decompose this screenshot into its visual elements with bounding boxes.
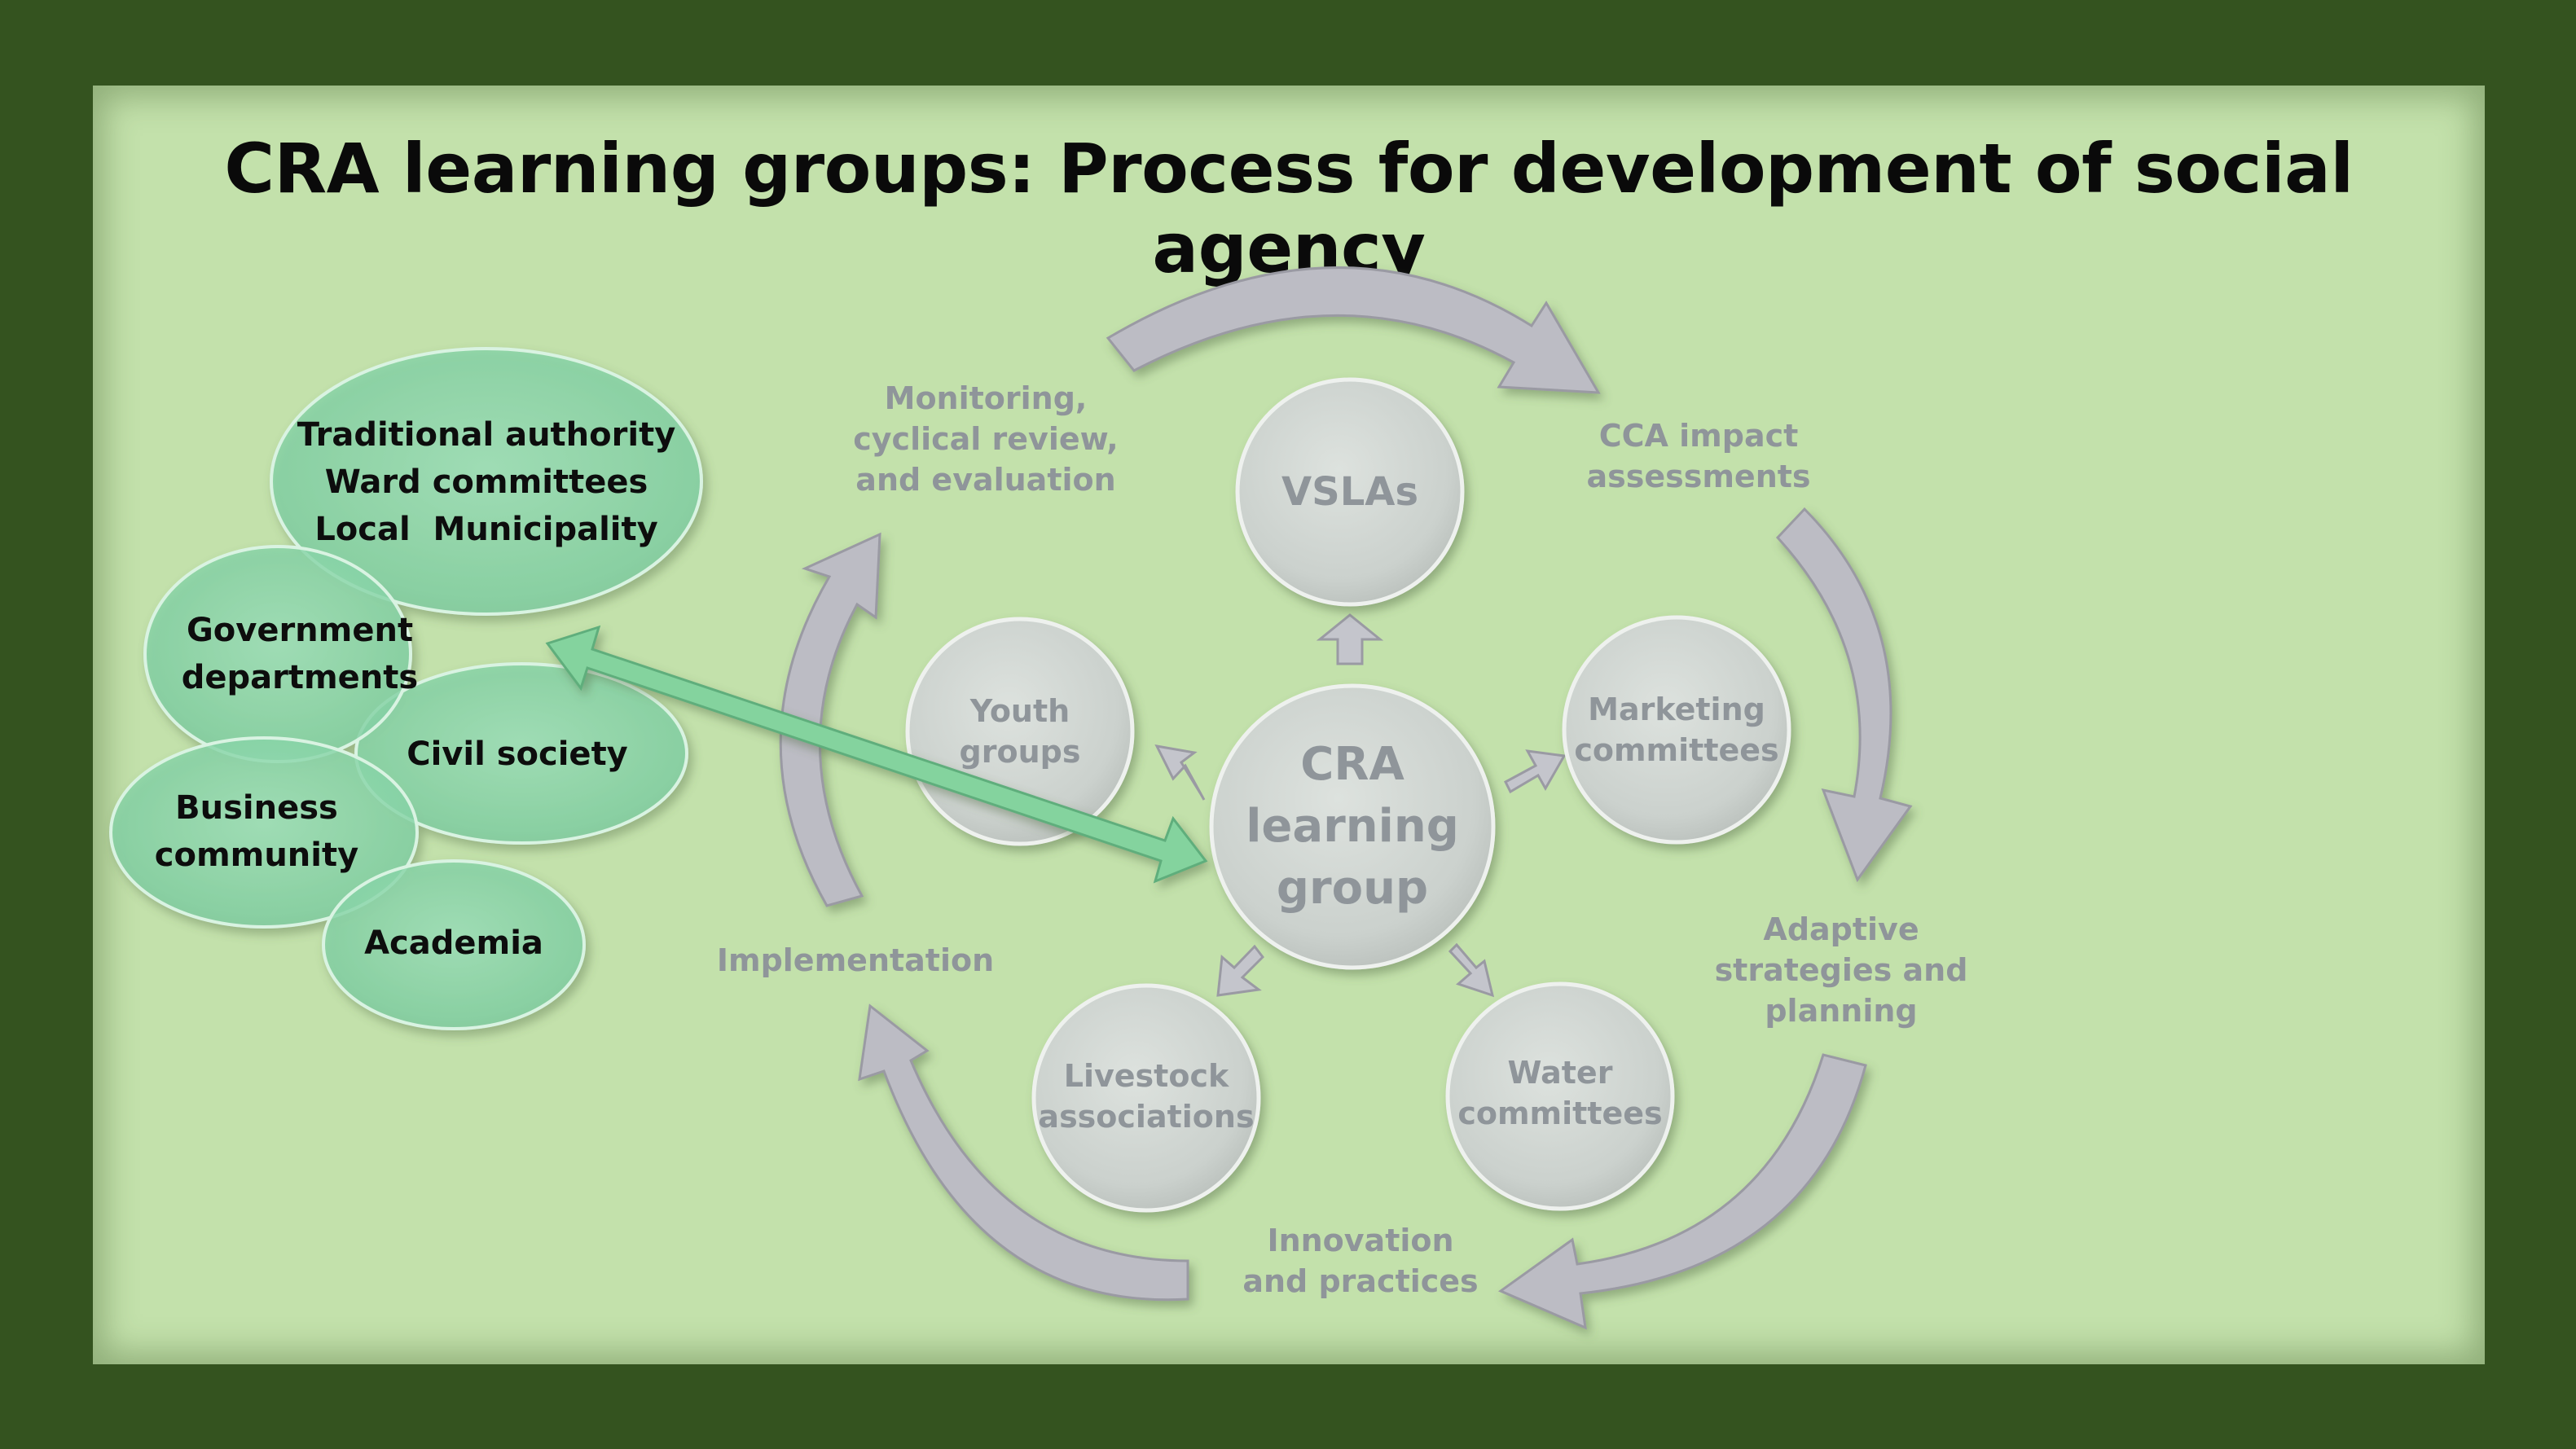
cycle-arrow-right [1775, 507, 1913, 883]
label-government-departments: Government departments [181, 612, 419, 696]
label-livestock-associations: Livestock associations [1038, 1058, 1255, 1135]
circle-cra-learning-group [1209, 683, 1496, 970]
arrow-to-livestock [1216, 944, 1264, 997]
circle-livestock-associations [1031, 983, 1261, 1213]
cycle-arrow-bottom-right [1497, 1053, 1867, 1330]
cycle-arrow-top [1106, 266, 1601, 394]
label-academia: Academia [364, 924, 543, 962]
ellipse-business-community [109, 736, 419, 929]
ellipse-academia [322, 859, 586, 1030]
ellipse-traditional-authority [270, 347, 703, 616]
label-marketing-committees: Marketing committees [1574, 692, 1779, 768]
label-monitoring: Monitoring, cyclical review, and evaluat… [853, 380, 1119, 498]
page-title: CRA learning groups: Process for develop… [224, 129, 2354, 288]
label-traditional-authority: Traditional authority Ward committees Lo… [297, 416, 676, 548]
ellipse-civil-society [354, 662, 688, 845]
label-youth-groups: Youth groups [959, 693, 1081, 770]
circle-vslas [1235, 377, 1465, 607]
arrow-to-vslas [1316, 613, 1384, 665]
arrow-to-water [1448, 942, 1495, 998]
label-civil-society: Civil society [407, 735, 628, 773]
label-water-committees: Water committees [1457, 1055, 1663, 1131]
circle-marketing-committees [1562, 615, 1791, 845]
arrow-to-marketing [1504, 749, 1567, 794]
cycle-arrow-left [779, 532, 881, 907]
link-arrow-stakeholders-to-hub [545, 625, 1208, 884]
label-vslas: VSLAs [1281, 469, 1419, 515]
circle-water-committees [1445, 981, 1675, 1211]
label-adaptive-strategies: Adaptive strategies and planning [1714, 911, 1968, 1029]
label-implementation: Implementation [716, 942, 995, 978]
label-innovation: Innovation and practices [1242, 1223, 1479, 1299]
cycle-arrow-bottom-left [858, 1003, 1189, 1302]
arrow-to-youth [1154, 744, 1206, 801]
label-cra-learning-group: CRA learning group [1246, 738, 1459, 915]
label-cca-impact: CCA impact assessments [1586, 418, 1811, 494]
label-business-community: Business community [154, 789, 359, 874]
